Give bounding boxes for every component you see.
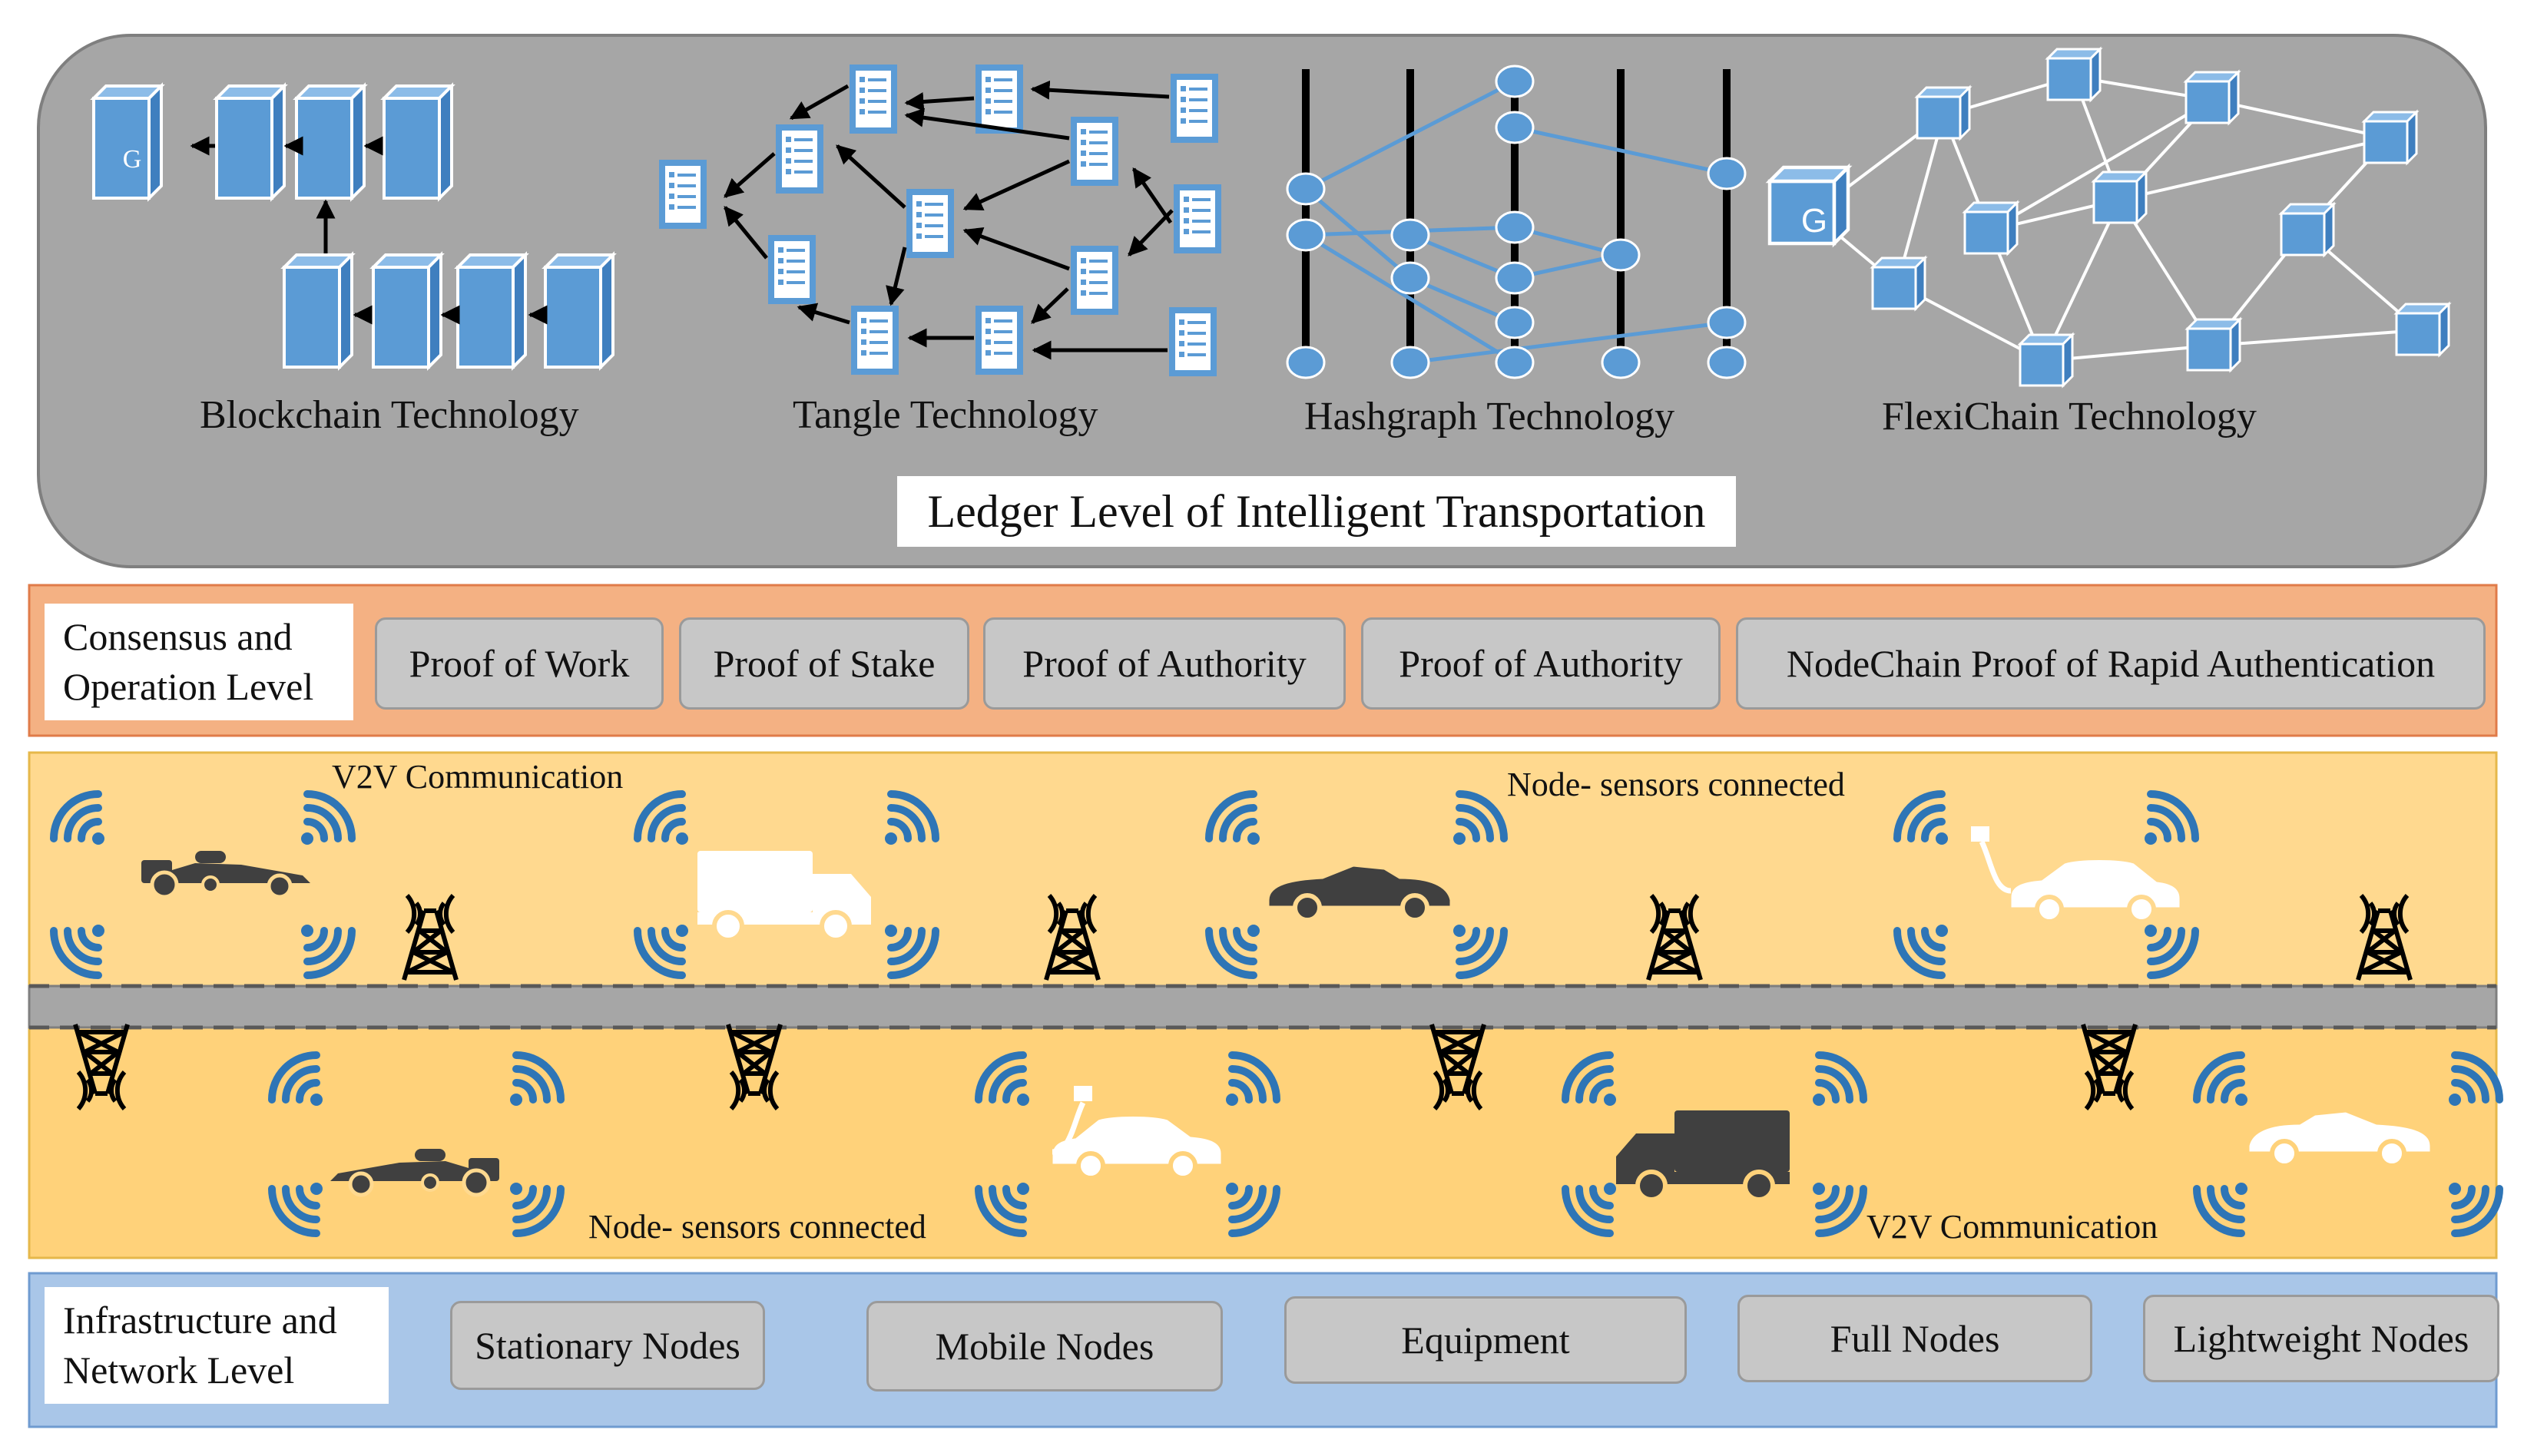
road-label-sensors-top: Node- sensors connected (1507, 766, 1845, 803)
consensus-poa-2: Proof of Authority (1361, 617, 1721, 710)
road-label-v2v-top: V2V Communication (332, 758, 624, 796)
road-label-sensors-bottom: Node- sensors connected (588, 1208, 926, 1246)
vehicles (141, 826, 2430, 1202)
ledger-level-title: Ledger Level of Intelligent Transportati… (897, 476, 1736, 547)
tangle-illustration (659, 65, 1221, 376)
infra-lightweight-nodes: Lightweight Nodes (2143, 1295, 2499, 1382)
consensus-poa-1: Proof of Authority (983, 617, 1346, 710)
consensus-title-line1: Consensus and (63, 615, 293, 658)
ev-plug-icon (1971, 826, 2012, 894)
flexichain-illustration: G (1770, 48, 2450, 387)
consensus-pos: Proof of Stake (679, 617, 969, 710)
road-strip (28, 984, 2498, 1029)
blockchain-illustration: G (92, 84, 614, 369)
infra-full-nodes: Full Nodes (1737, 1295, 2092, 1382)
infrastructure-level-title: Infrastructure and Network Level (45, 1287, 389, 1404)
infra-equipment: Equipment (1284, 1296, 1687, 1384)
hashgraph-illustration (1286, 65, 1747, 379)
ev-plug-icon-2 (1052, 1086, 1092, 1155)
consensus-level-title: Consensus and Operation Level (45, 604, 353, 720)
consensus-pow: Proof of Work (375, 617, 664, 710)
infrastructure-title-line1: Infrastructure and (63, 1299, 337, 1342)
tech-label-hashgraph: Hashgraph Technology (1304, 395, 1675, 438)
blockchain-genesis-label: G (123, 145, 142, 174)
consensus-title-line2: Operation Level (63, 665, 314, 708)
tech-label-tangle: Tangle Technology (793, 393, 1098, 437)
infrastructure-title-line2: Network Level (63, 1348, 295, 1391)
infra-mobile-nodes: Mobile Nodes (866, 1301, 1223, 1391)
tech-label-flexichain: FlexiChain Technology (1882, 395, 2257, 438)
infrastructure-panel (28, 1272, 2498, 1428)
infra-stationary-nodes: Stationary Nodes (450, 1301, 765, 1390)
consensus-nodechain-prat: NodeChain Proof of Rapid Authentication (1736, 617, 2486, 710)
road-label-v2v-bottom: V2V Communication (1867, 1208, 2158, 1246)
tech-label-blockchain: Blockchain Technology (200, 393, 579, 437)
flexichain-genesis-label: G (1801, 202, 1827, 240)
